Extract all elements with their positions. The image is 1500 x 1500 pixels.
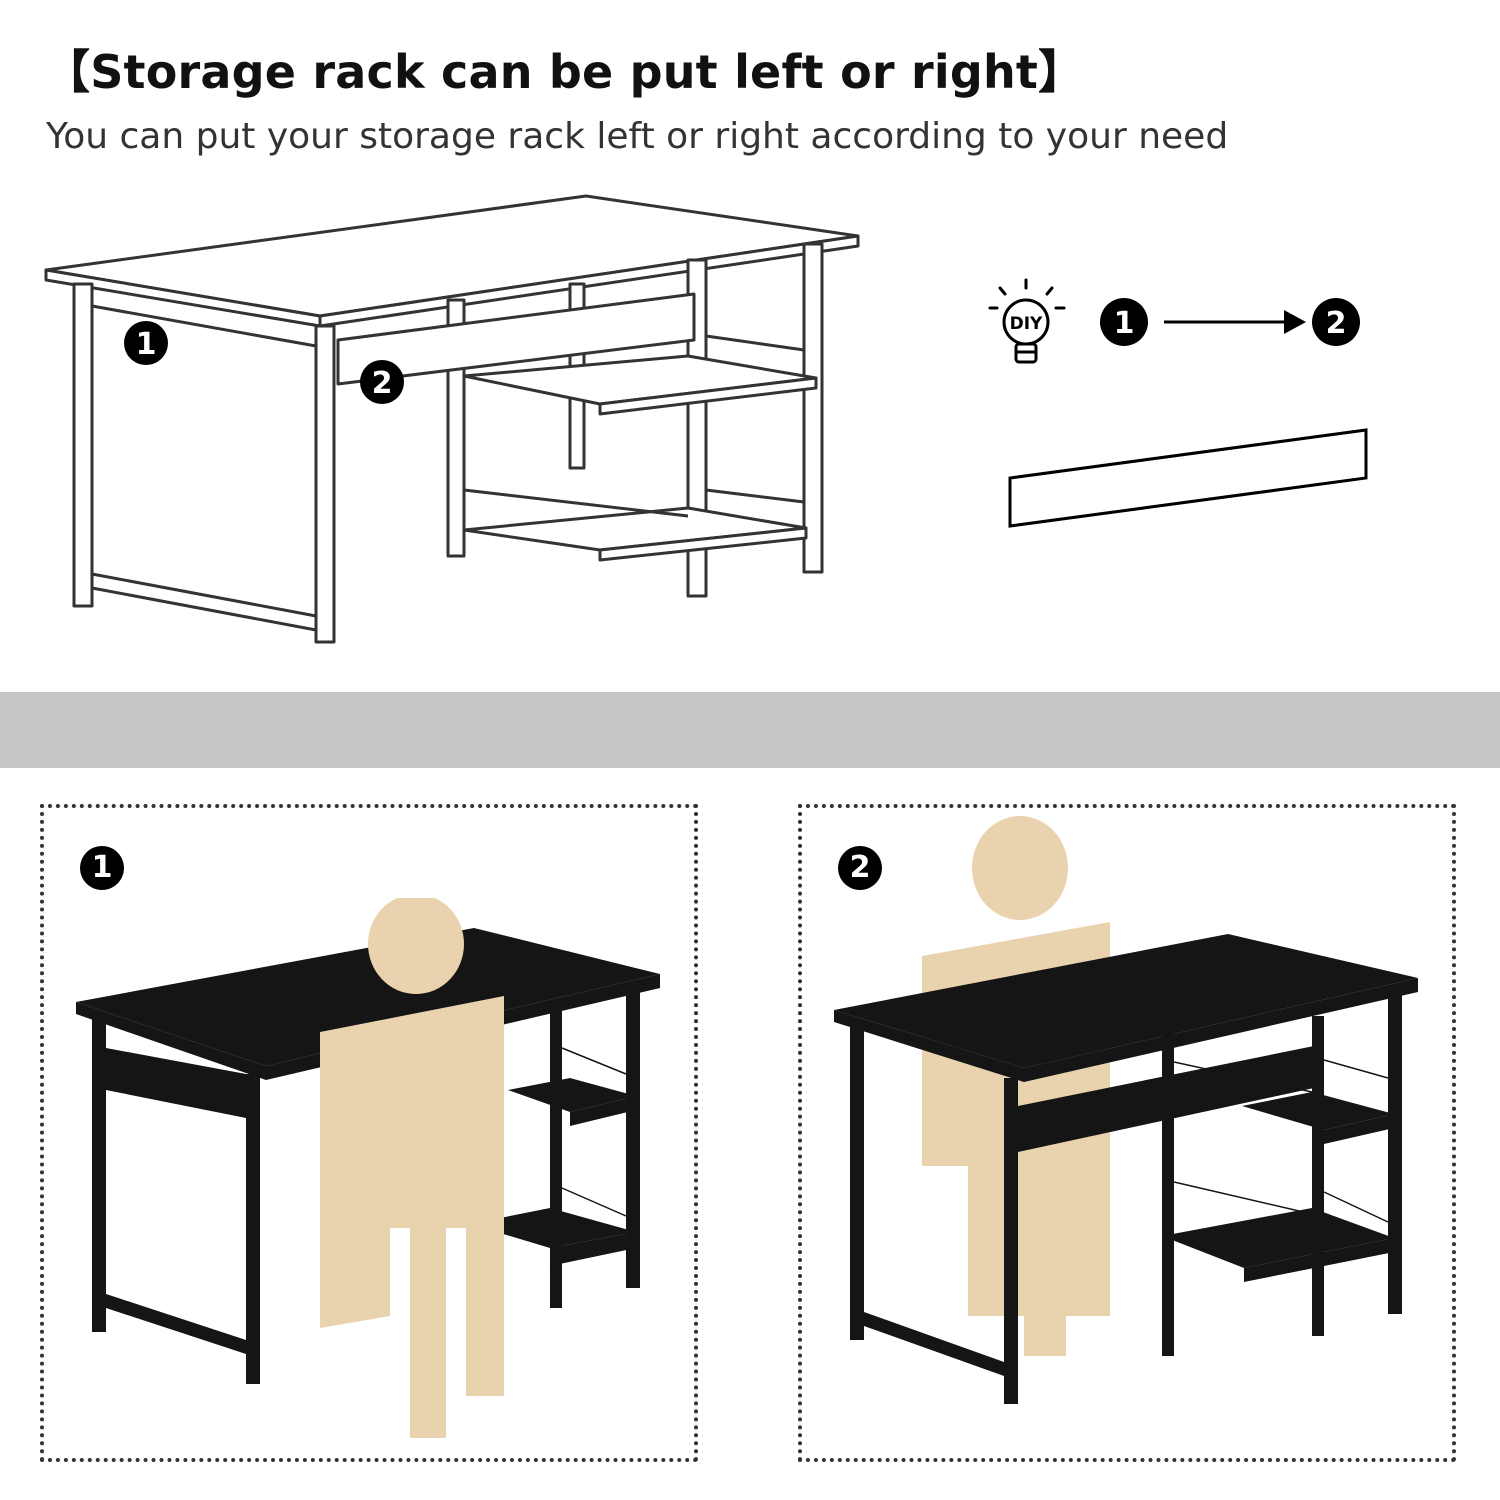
- desk-line-drawing: 1 2: [44, 194, 860, 644]
- diy-bulb-icon: DIY: [988, 278, 1066, 364]
- panel-position-2: 2: [798, 804, 1456, 1462]
- position-1-marker: [124, 321, 168, 365]
- panel-2-badge: 2: [838, 846, 882, 890]
- page-subtitle: You can put your storage rack left or ri…: [46, 116, 1229, 157]
- section-divider-band: [0, 692, 1500, 768]
- diy-label: DIY: [1010, 314, 1043, 334]
- person-figure: [320, 898, 504, 1438]
- desk-right-rack-illustration: [834, 816, 1418, 1404]
- position-2-marker: [360, 360, 404, 404]
- legend-from-marker: [1100, 298, 1148, 346]
- position-2-label: 2: [372, 366, 393, 401]
- page-title: 【Storage rack can be put left or right】: [44, 45, 1085, 99]
- desk-left-rack-illustration: [76, 898, 660, 1438]
- legend-from-label: 1: [1114, 306, 1135, 341]
- legend-to-marker: [1312, 298, 1360, 346]
- panel-position-1: 1: [40, 804, 698, 1462]
- support-beam-board: [1008, 428, 1368, 528]
- legend-to-label: 2: [1326, 306, 1347, 341]
- swap-legend: 1 2: [1100, 298, 1360, 346]
- position-1-label: 1: [136, 327, 157, 362]
- panel-1-badge: 1: [80, 846, 124, 890]
